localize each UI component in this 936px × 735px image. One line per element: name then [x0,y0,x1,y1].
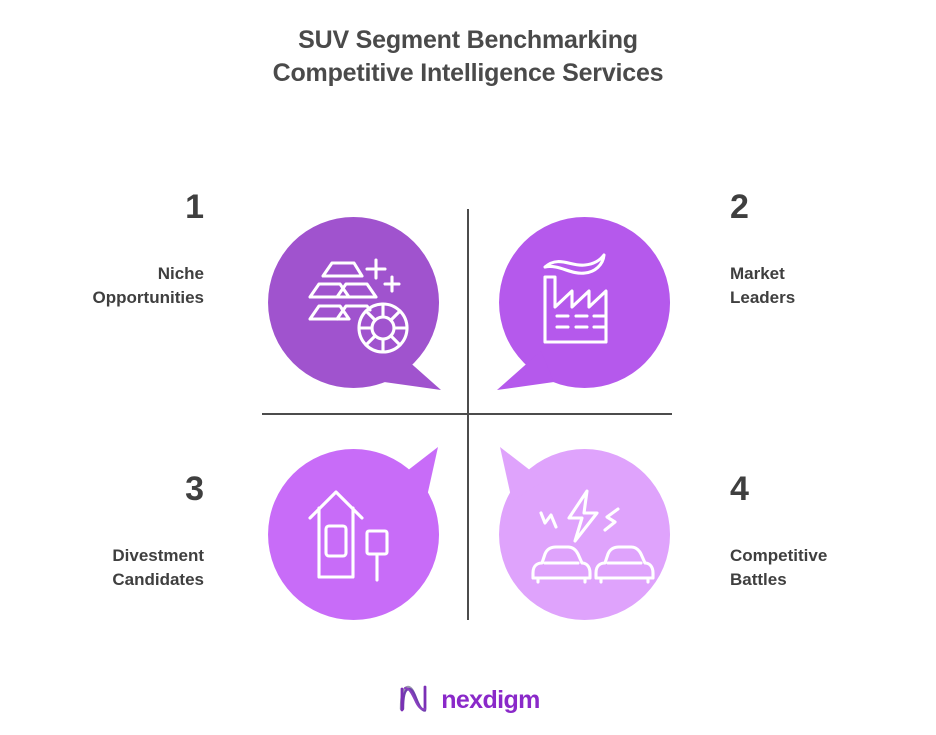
quadrant-4-bubble-tail [500,447,544,501]
quadrant-3-caption-line-2: Candidates [112,570,204,590]
gold-bars-chip-icon [308,258,409,354]
quadrant-2-bubble-body [499,217,671,388]
nexdigm-n-mark-icon [396,683,432,718]
quadrant-2-caption-line-1: Market [730,264,785,283]
house-for-sale-icon [308,490,389,582]
quadrant-1-number: 1 [185,188,204,226]
quadrant-1-label: 1 Niche Opportunities [0,190,204,310]
quadrant-1-caption-line-2: Opportunities [92,288,204,308]
quadrant-3-bubble-tail [394,447,438,501]
car-collision-icon [531,489,655,584]
quadrant-1-bubble-body [268,217,440,388]
quadrant-3-caption-line-1: Divestment [112,546,204,565]
nexdigm-wordmark: nexdigm [441,686,540,714]
quadrant-1-bubble[interactable] [266,215,441,390]
quadrant-4-bubble[interactable] [497,447,672,622]
quadrant-3-number: 3 [185,470,204,508]
quadrant-4-caption-line-2: Battles [730,570,787,590]
page-title-line-2: Competitive Intelligence Services [272,59,664,87]
quadrant-2-caption-line-2: Leaders [730,288,796,308]
quadrant-3-caption: Divestment Candidates [0,544,204,592]
quadrant-3-label: 3 Divestment Candidates [0,472,204,592]
nexdigm-logo: nexdigm [0,683,936,718]
quadrant-2-label: 2 Market Leaders [730,190,936,310]
quadrant-2-bubble-tail [497,351,554,390]
page-title: SUV Segment Benchmarking Competitive Int… [0,24,936,90]
quadrant-1-caption-line-1: Niche [157,264,204,283]
quadrant-4-caption-line-1: Competitive [730,546,828,565]
quadrant-4-label: 4 Competitive Battles [730,472,936,592]
vertical-axis-divider [467,209,469,620]
quadrant-2-caption: Market Leaders [730,262,936,310]
factory-icon [543,253,608,344]
page-title-line-1: SUV Segment Benchmarking [298,26,638,54]
quadrant-4-caption: Competitive Battles [730,544,936,592]
quadrant-1-caption: Niche Opportunities [0,262,204,310]
quadrant-1-bubble-tail [384,351,441,390]
quadrant-2-number: 2 [730,188,749,226]
quadrant-4-number: 4 [730,470,749,508]
quadrant-3-bubble[interactable] [266,447,441,622]
quadrant-2-bubble[interactable] [497,215,672,390]
